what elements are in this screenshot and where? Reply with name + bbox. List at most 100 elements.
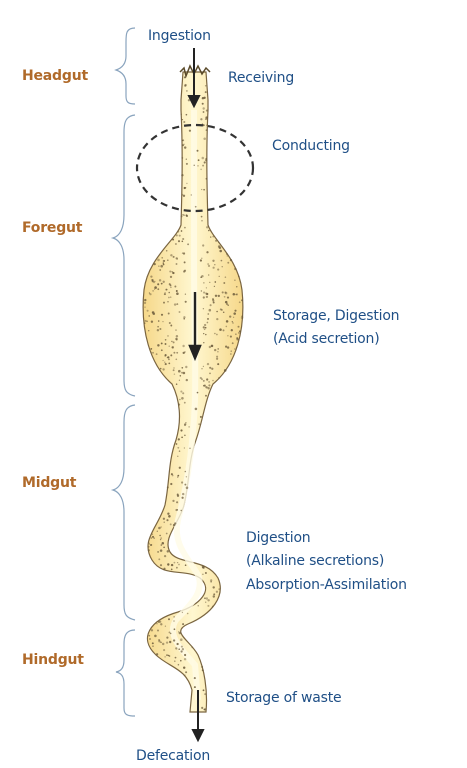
stipple-dot — [207, 318, 209, 320]
stipple-dot — [181, 367, 183, 369]
stipple-dot — [185, 366, 187, 368]
stipple-dot — [161, 544, 163, 546]
stipple-dot — [175, 243, 177, 245]
midgut-label: Midgut — [22, 475, 77, 491]
stipple-dot — [212, 298, 214, 300]
stipple-dot — [176, 352, 178, 354]
stipple-dot — [157, 326, 159, 328]
stipple-dot — [216, 591, 218, 593]
stipple-dot — [185, 671, 187, 673]
stipple-dot — [203, 689, 205, 691]
stipple-dot — [152, 352, 154, 354]
stipple-dot — [230, 259, 232, 261]
stipple-dot — [191, 646, 193, 648]
stipple-dot — [227, 335, 228, 336]
stipple-dot — [163, 546, 165, 548]
stipple-dot — [178, 231, 180, 233]
stipple-dot — [178, 404, 180, 406]
stipple-dot — [201, 189, 202, 190]
stipple-dot — [180, 638, 183, 641]
stipple-dot — [219, 276, 220, 277]
stipple-dot — [184, 423, 186, 425]
stipple-dot — [180, 391, 182, 393]
stipple-dot — [194, 677, 196, 679]
stipple-dot — [166, 519, 168, 521]
stipple-dot — [184, 261, 186, 263]
stipple-dot — [164, 656, 165, 657]
stipple-dot — [222, 266, 223, 267]
stipple-dot — [183, 121, 185, 123]
stipple-dot — [184, 227, 186, 229]
stipple-dot — [163, 568, 165, 570]
stipple-dot — [180, 510, 181, 511]
stipple-dot — [178, 664, 180, 666]
stipple-dot — [171, 271, 172, 272]
stipple-dot — [152, 311, 155, 314]
stipple-dot — [178, 438, 180, 440]
stipple-dot — [198, 605, 199, 606]
stipple-dot — [169, 346, 170, 347]
stipple-dot — [165, 343, 167, 345]
stipple-dot — [203, 366, 204, 367]
stipple-dot — [165, 354, 167, 356]
stipple-dot — [158, 265, 159, 266]
stipple-dot — [185, 187, 186, 188]
stipple-dot — [215, 240, 217, 242]
stipple-dot — [157, 259, 160, 262]
stipple-dot — [202, 157, 205, 160]
stipple-dot — [187, 243, 189, 245]
stipple-dot — [176, 303, 178, 305]
stipple-dot — [183, 666, 185, 668]
stipple-dot — [153, 537, 155, 539]
stipple-dot — [151, 629, 153, 631]
stipple-dot — [184, 675, 185, 676]
stipple-dot — [202, 244, 204, 246]
stipple-dot — [225, 346, 227, 348]
stipple-dot — [160, 642, 161, 643]
stipple-dot — [201, 666, 203, 668]
stipple-dot — [210, 236, 211, 237]
stipple-dot — [171, 341, 172, 342]
stipple-dot — [158, 320, 160, 322]
stipple-dot — [157, 531, 158, 532]
foregut-label: Foregut — [22, 220, 83, 236]
stipple-dot — [173, 367, 174, 368]
stipple-dot — [174, 303, 176, 305]
stipple-dot — [170, 633, 171, 634]
stipple-dot — [181, 436, 183, 438]
stipple-dot — [186, 90, 188, 92]
stipple-dot — [177, 495, 179, 497]
stipple-dot — [208, 384, 210, 386]
acid-secretion-label: (Acid secretion) — [273, 331, 379, 347]
stipple-dot — [189, 448, 190, 449]
stipple-dot — [238, 326, 240, 328]
stipple-dot — [235, 334, 236, 335]
stipple-dot — [203, 292, 205, 294]
stipple-dot — [227, 255, 228, 256]
stipple-dot — [160, 537, 162, 539]
stipple-dot — [186, 215, 188, 217]
stipple-dot — [168, 313, 170, 315]
stipple-dot — [185, 294, 186, 295]
stipple-dot — [238, 332, 240, 334]
stipple-dot — [214, 281, 216, 283]
stipple-dot — [217, 348, 219, 350]
receiving-label: Receiving — [228, 70, 294, 86]
stipple-dot — [211, 368, 213, 370]
stipple-dot — [154, 263, 156, 265]
stipple-dot — [181, 174, 183, 176]
stipple-dot — [170, 325, 172, 327]
stipple-dot — [160, 368, 162, 370]
stipple-dot — [223, 329, 225, 331]
stipple-dot — [149, 292, 150, 293]
stipple-dot — [167, 550, 169, 552]
stipple-dot — [149, 543, 150, 544]
stipple-dot — [207, 313, 209, 315]
stipple-dot — [214, 264, 215, 265]
stipple-dot — [144, 299, 146, 301]
stipple-dot — [166, 641, 168, 643]
stipple-dot — [176, 501, 178, 503]
stipple-dot — [207, 599, 209, 601]
stipple-dot — [148, 635, 150, 637]
